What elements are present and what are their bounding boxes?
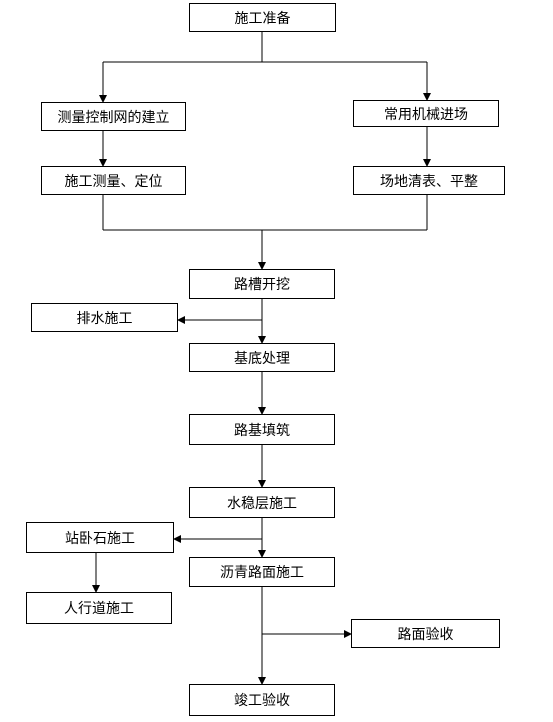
node-site-clearing: 场地清表、平整: [353, 166, 505, 195]
node-construction-preparation: 施工准备: [189, 3, 336, 32]
node-machinery-entry: 常用机械进场: [353, 100, 499, 127]
node-label: 施工准备: [234, 10, 291, 27]
node-cement-stabilized-layer: 水稳层施工: [189, 487, 335, 518]
node-curb-stone: 站卧石施工: [26, 522, 174, 553]
node-label: 施工测量、定位: [64, 173, 163, 190]
node-survey-positioning: 施工测量、定位: [41, 166, 186, 195]
node-label: 场地清表、平整: [380, 173, 478, 190]
node-label: 路基填筑: [234, 422, 290, 439]
node-label: 排水施工: [76, 310, 133, 327]
node-label: 测量控制网的建立: [57, 109, 170, 126]
node-label: 站卧石施工: [65, 530, 135, 547]
node-pavement-acceptance: 路面验收: [351, 619, 500, 648]
node-sidewalk: 人行道施工: [26, 592, 172, 624]
node-asphalt-pavement: 沥青路面施工: [189, 557, 335, 587]
node-label: 基底处理: [234, 350, 290, 367]
node-label: 路槽开挖: [234, 277, 290, 293]
node-label: 沥青路面施工: [220, 565, 304, 581]
node-label: 常用机械进场: [384, 106, 468, 123]
node-completion-acceptance: 竣工验收: [189, 684, 335, 716]
node-label: 竣工验收: [234, 693, 290, 709]
node-drainage: 排水施工: [31, 303, 178, 332]
node-trench-excavation: 路槽开挖: [189, 269, 335, 299]
node-subgrade-fill: 路基填筑: [189, 414, 335, 445]
node-survey-control-network: 测量控制网的建立: [41, 102, 186, 131]
node-label: 水稳层施工: [227, 495, 297, 512]
node-base-treatment: 基底处理: [189, 343, 335, 372]
node-label: 人行道施工: [64, 601, 134, 617]
node-label: 路面验收: [397, 626, 454, 643]
